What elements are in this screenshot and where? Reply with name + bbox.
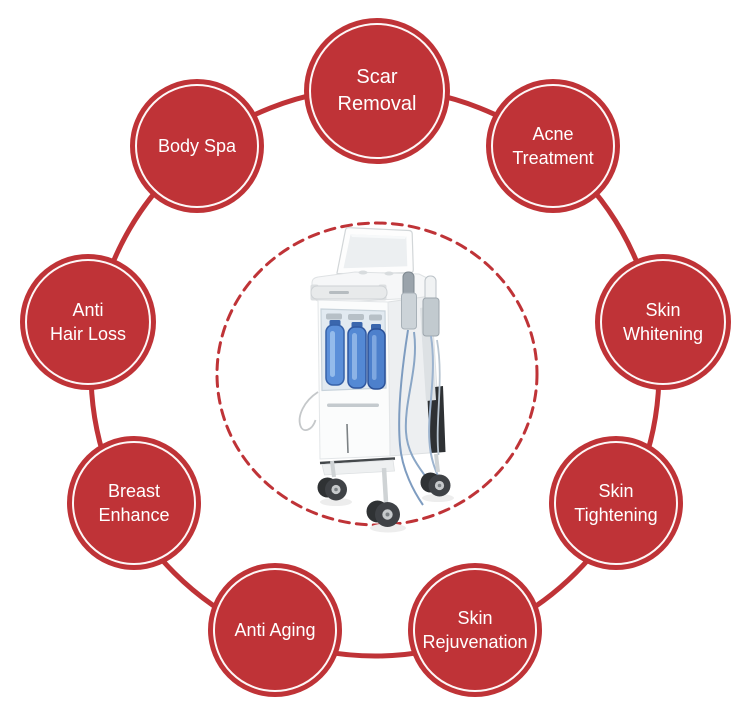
handle-logo-mark [329,291,349,294]
node-label: Skin Whitening [622,299,704,344]
machine-screen [336,227,414,275]
node-label: Acne Treatment [512,123,594,168]
bottles [325,320,386,390]
node-label: Skin Tightening [574,480,658,525]
node-acne-treatment: Acne Treatment [486,79,620,213]
node-label: Skin Rejuvenation [422,607,528,652]
node-body-spa: Body Spa [130,79,264,213]
node-anti-aging: Anti Aging [208,563,342,697]
node-anti-hair-loss: Anti Hair Loss [20,254,156,390]
node-skin-whitening: Skin Whitening [595,254,731,390]
node-label: Breast Enhance [98,480,170,525]
node-label: Anti Aging [234,619,316,640]
node-breast-enhance: Breast Enhance [67,436,201,570]
node-skin-rejuvenation: Skin Rejuvenation [408,563,542,697]
node-scar-removal: Scar Removal [304,18,450,164]
facial-beauty-machine-image [298,227,454,533]
node-label: Body Spa [157,135,237,156]
caster-wheels [317,453,451,527]
bottle-window [320,308,387,392]
node-skin-tightening: Skin Tightening [549,436,683,570]
node-label: Scar Removal [337,66,417,115]
cabinet-label-text [327,403,379,407]
node-label: Anti Hair Loss [49,299,127,344]
